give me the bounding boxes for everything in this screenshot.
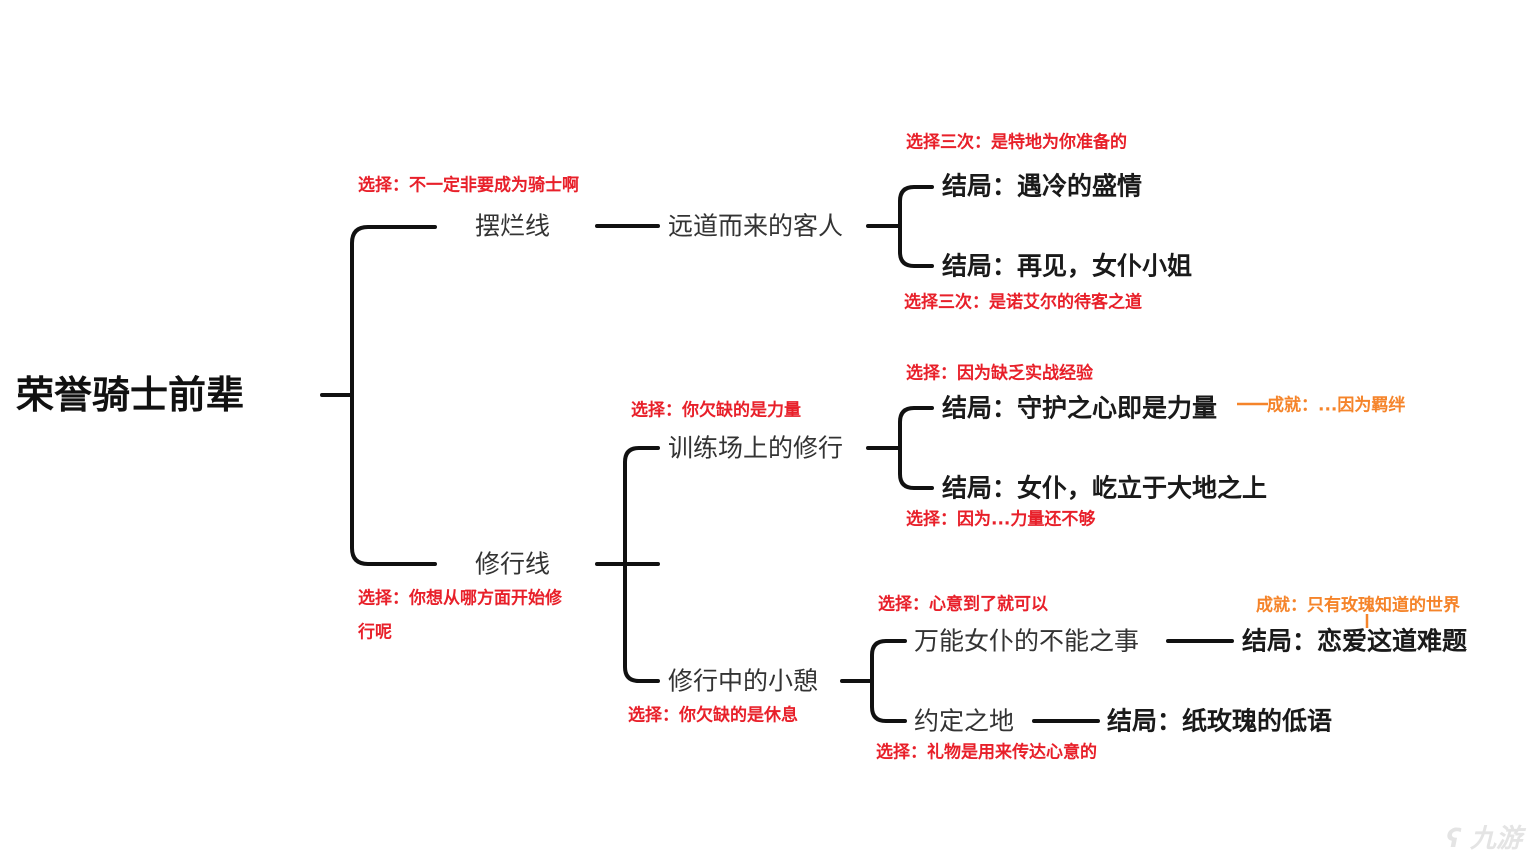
sub1-ending1: 结局：守护之心即是力量 <box>942 393 1218 423</box>
lazy-ending2: 结局：再见，女仆小姐 <box>942 251 1193 281</box>
lazy-ending1-choice: 选择三次：是特地为你准备的 <box>906 132 1127 153</box>
lazy-choice: 选择：不一定非要成为骑士啊 <box>358 175 579 196</box>
sub2-choice: 选择：你欠缺的是休息 <box>628 705 798 726</box>
sub1-bracket <box>898 406 934 490</box>
sub1-ending2-choice: 选择：因为...力量还不够 <box>906 509 1096 530</box>
sub2b-choice: 选择：礼物是用来传达心意的 <box>876 742 1097 763</box>
lazy-ending1: 结局：遇冷的盛情 <box>942 171 1143 201</box>
sub2a-achievement: 成就：只有玫瑰知道的世界 <box>1256 595 1460 616</box>
training-branch: 修行线 <box>475 549 551 579</box>
sub2a-choice: 选择：心意到了就可以 <box>878 594 1048 615</box>
training-choice-line1: 选择：你想从哪方面开始修 <box>358 588 562 609</box>
sub2a-ending: 结局：恋爱这道难题 <box>1242 626 1468 656</box>
training-bracket <box>623 446 660 683</box>
sub1-choice: 选择：你欠缺的是力量 <box>631 400 801 421</box>
root-title: 荣誉骑士前辈 <box>16 373 245 417</box>
sub1-ending1-achievement: 成就：...因为羁绊 <box>1267 395 1406 416</box>
training-choice-line2: 行呢 <box>358 622 392 643</box>
lazy-ending2-choice: 选择三次：是诺艾尔的待客之道 <box>904 292 1142 313</box>
sub1-ending2: 结局：女仆，屹立于大地之上 <box>942 473 1268 503</box>
sub1-ending1-choice: 选择：因为缺乏实战经验 <box>906 363 1093 384</box>
lazy-sub-node: 远道而来的客人 <box>668 211 844 241</box>
sub2b-node: 约定之地 <box>914 706 1015 736</box>
lazy-bracket <box>898 185 934 268</box>
root-bracket <box>350 225 437 566</box>
sub2-bracket <box>870 639 907 723</box>
sub1-node: 训练场上的修行 <box>668 433 844 463</box>
watermark-logo: ʕ 九游 <box>1446 824 1522 854</box>
sub2a-node: 万能女仆的不能之事 <box>914 626 1140 656</box>
sub2-node: 修行中的小憩 <box>668 666 819 696</box>
lazy-branch: 摆烂线 <box>475 211 551 241</box>
sub2b-ending: 结局：纸玫瑰的低语 <box>1107 706 1333 736</box>
